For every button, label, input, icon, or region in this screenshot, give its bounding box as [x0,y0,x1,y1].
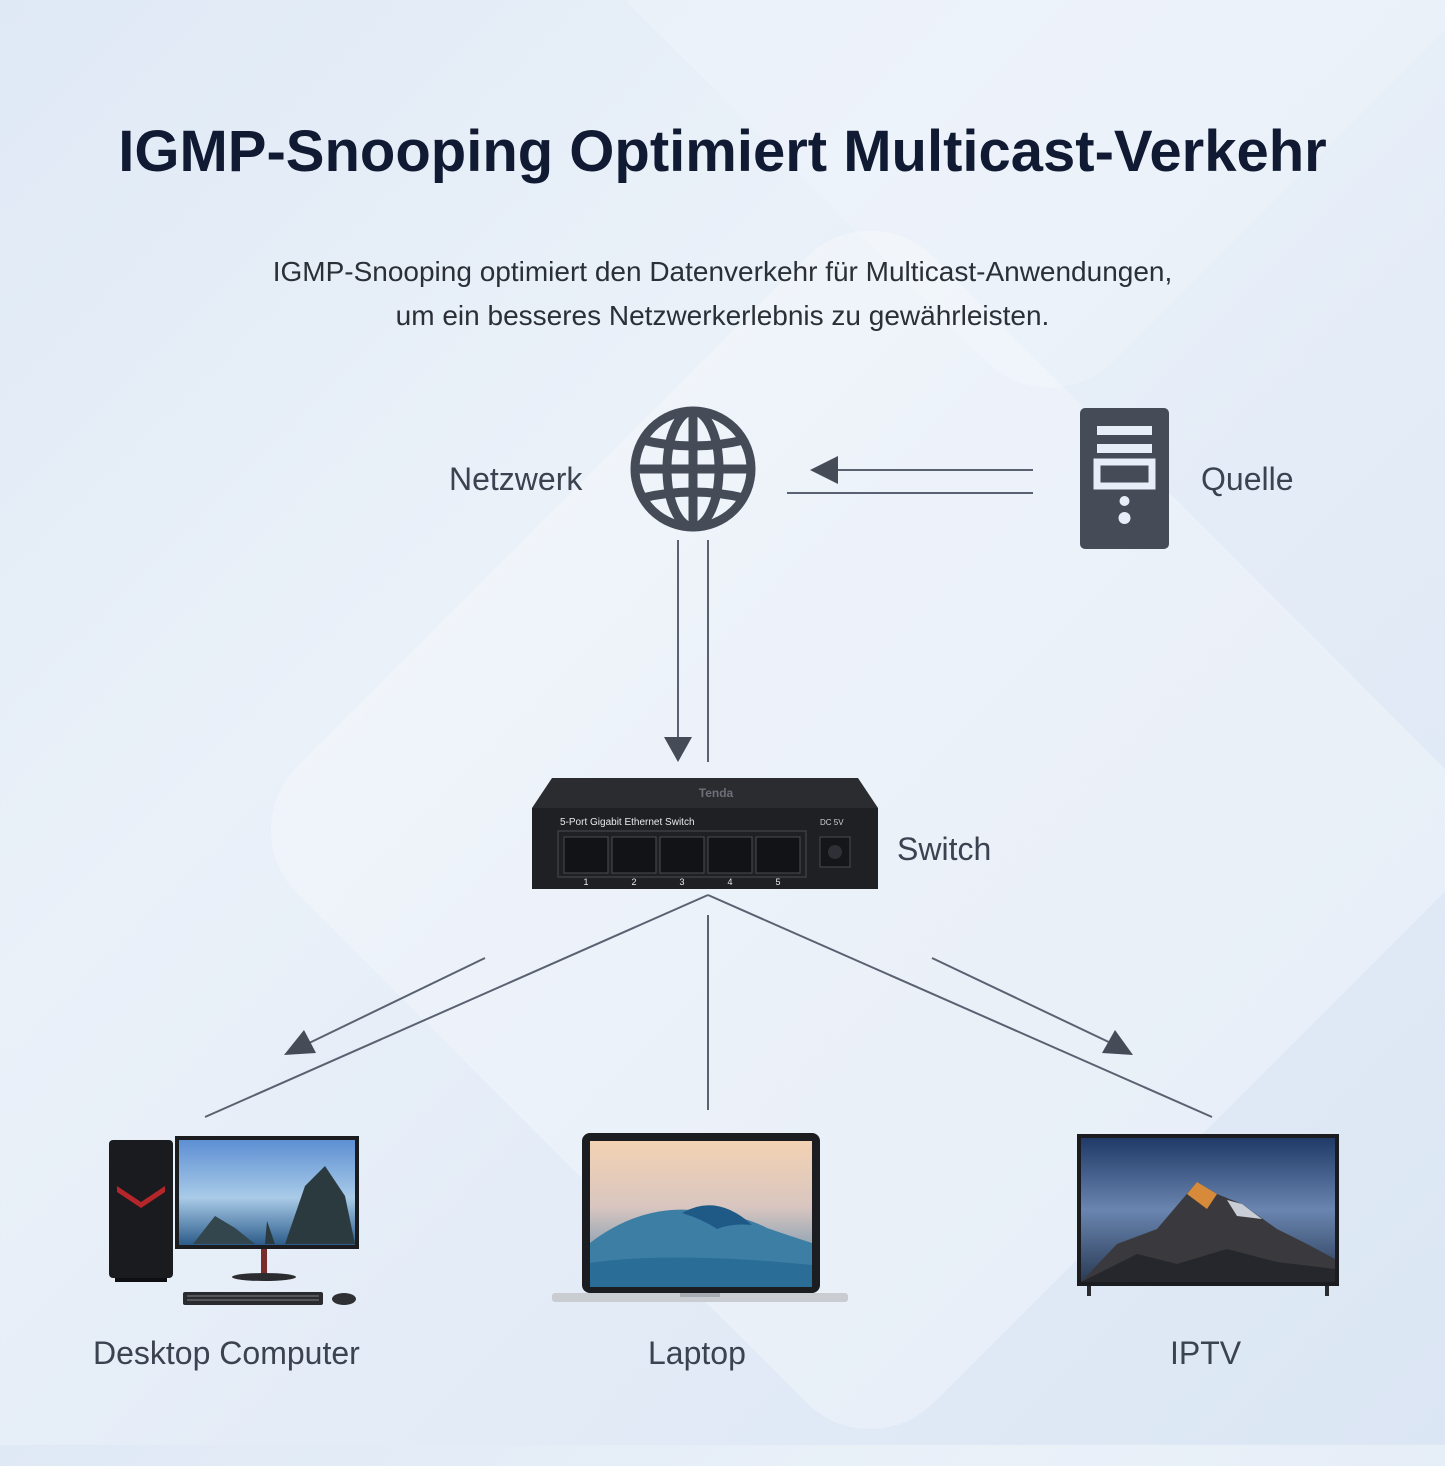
arrowhead-to-desktop [284,1030,316,1055]
switch-label: Switch [897,831,992,867]
switch-port-1 [563,836,609,874]
desktop-computer-icon [109,1136,359,1305]
server-icon [1080,408,1169,549]
tv-icon [1077,1134,1339,1296]
page-subtitle: IGMP-Snooping optimiert den Datenverkehr… [0,250,1445,338]
source-label: Quelle [1201,461,1294,497]
switch-port-3 [659,836,705,874]
desktop-label: Desktop Computer [93,1335,360,1371]
page-title: IGMP-Snooping Optimiert Multicast-Verkeh… [118,119,1327,184]
arrowhead-to-network [810,456,838,484]
switch-power-label: DC 5V [820,818,844,827]
switch-port-label-3: 3 [679,877,684,887]
switch-port-4 [707,836,753,874]
iptv-arrow-line [931,957,1116,1046]
laptop-icon [552,1133,848,1302]
network-label: Netzwerk [449,461,583,497]
switch-to-iptv-line [707,894,1213,1118]
arrowhead-to-iptv [1102,1030,1133,1055]
switch-port-label-4: 4 [727,877,732,887]
desktop-arrow-line [304,957,486,1046]
switch-port-5 [755,836,801,874]
switch-brand: Tenda [699,786,734,800]
switch-port-2 [611,836,657,874]
switch-port-label-1: 1 [583,877,588,887]
laptop-label: Laptop [648,1335,746,1371]
globe-icon [630,406,756,532]
switch-device: Tenda 5-Port Gigabit Ethernet Switch DC … [532,778,878,889]
switch-port-label-5: 5 [775,877,780,887]
switch-model-text: 5-Port Gigabit Ethernet Switch [560,817,695,828]
arrowhead-to-switch [664,737,692,762]
subtitle-line-1: IGMP-Snooping optimiert den Datenverkehr… [272,256,1173,287]
subtitle-line-2: um ein besseres Netzwerkerlebnis zu gewä… [395,300,1050,331]
switch-port-label-2: 2 [631,877,636,887]
switch-to-desktop-line [204,894,709,1118]
iptv-label: IPTV [1170,1335,1242,1371]
